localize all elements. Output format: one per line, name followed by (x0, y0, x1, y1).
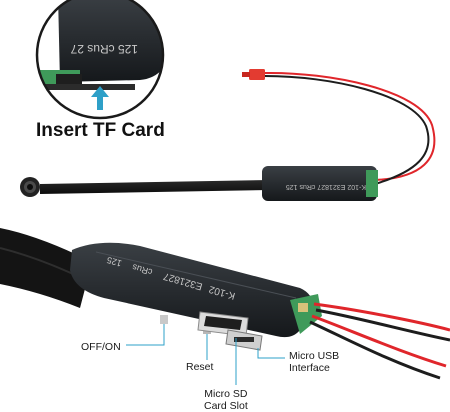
micro-sd-label: Micro SD Card Slot (204, 388, 248, 412)
red-connector (249, 69, 265, 80)
micro-sd-line2: Card Slot (204, 400, 248, 412)
large-camera-board: K-102 E321827 cRus 125 (0, 228, 450, 380)
callout-lines (126, 324, 285, 385)
inset-board-text: 125 cRus 27 (70, 42, 138, 56)
micro-usb-line2: Interface (289, 362, 330, 374)
off-on-label: OFF/ON (81, 341, 121, 353)
reset-label: Reset (186, 361, 214, 373)
micro-usb-line1: Micro USB (289, 350, 340, 362)
small-camera-module: K-102 E321827 cRus 125 (20, 69, 436, 201)
up-arrow-icon (91, 86, 109, 110)
off-on-switch (160, 315, 168, 324)
tf-card-inset: 125 cRus 27 (35, 0, 165, 120)
micro-sd-line1: Micro SD (204, 388, 248, 400)
insert-tf-card-heading: Insert TF Card (36, 120, 165, 141)
large-board-num: 125 (106, 255, 123, 269)
small-board-text: K-102 E321827 cRus 125 (286, 183, 366, 190)
micro-usb-label: Micro USB Interface (289, 350, 339, 374)
